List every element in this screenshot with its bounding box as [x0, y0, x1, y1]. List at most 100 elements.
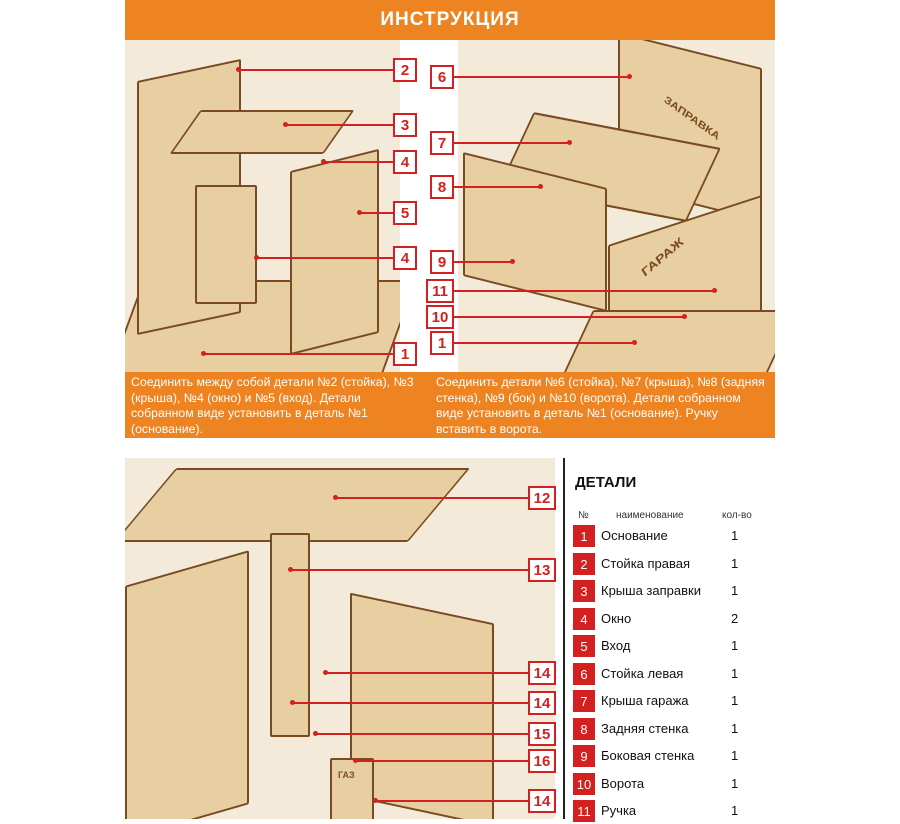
row-part-name: Боковая стенка — [601, 748, 695, 763]
callout-label-7: 7 — [430, 131, 454, 155]
row-quantity: 2 — [731, 611, 739, 626]
callout-line — [454, 186, 540, 188]
callout-line — [454, 290, 714, 292]
roof-part — [169, 110, 355, 154]
header-title: ИНСТРУКЦИЯ — [380, 9, 520, 30]
row-part-name: Стойка правая — [601, 556, 691, 571]
callout-label-1a: 1 — [393, 342, 417, 366]
details-row: 11 Ручка 1 — [573, 800, 753, 824]
base-part-right — [563, 310, 775, 372]
row-quantity: 1 — [731, 776, 739, 791]
callout-dot — [627, 74, 632, 79]
callout-dot — [712, 288, 717, 293]
callout-dot — [538, 184, 543, 189]
callout-line — [454, 261, 512, 263]
row-part-name: Ручка — [601, 803, 637, 818]
callout-line — [315, 733, 528, 735]
row-number: 10 — [573, 773, 595, 795]
details-title: ДЕТАЛИ — [575, 474, 637, 491]
row-number: 9 — [573, 745, 595, 767]
row-part-name: Задняя стенка — [601, 721, 689, 736]
callout-label-14c: 14 — [528, 789, 556, 813]
callout-dot — [567, 140, 572, 145]
details-row: 8 Задняя стенка 1 — [573, 718, 753, 742]
callout-label-4b: 4 — [393, 246, 417, 270]
callout-line — [290, 569, 528, 571]
callout-line — [375, 800, 528, 802]
callout-label-3: 3 — [393, 113, 417, 137]
callout-line — [325, 672, 528, 674]
callout-line — [454, 342, 634, 344]
entrance-part — [290, 148, 379, 356]
callout-line — [203, 353, 393, 355]
row-number: 2 — [573, 553, 595, 575]
callout-line — [292, 702, 528, 704]
row-part-name: Ворота — [601, 776, 645, 791]
row-number: 5 — [573, 635, 595, 657]
row-number: 7 — [573, 690, 595, 712]
row-part-name: Вход — [601, 638, 631, 653]
gas-label-text: ГАЗ — [338, 770, 355, 780]
garage-sign-text: ГАРАЖ — [639, 234, 686, 280]
callout-line — [454, 316, 684, 318]
row-quantity: 1 — [731, 666, 739, 681]
row-part-name: Крыша заправки — [601, 583, 701, 598]
illustration-garage-assembly: ЗАПРАВКА ГАРАЖ — [458, 40, 775, 372]
callout-line — [323, 161, 393, 163]
gas-pump-part: ГАЗ — [330, 758, 374, 819]
row-quantity: 1 — [731, 638, 739, 653]
row-part-name: Стойка левая — [601, 666, 684, 681]
callout-label-8: 8 — [430, 175, 454, 199]
callout-line — [355, 760, 528, 762]
callout-line — [359, 212, 393, 214]
caption-right: Соединить детали №6 (стойка), №7 (крыша)… — [430, 372, 775, 438]
row-part-name: Основание — [601, 528, 668, 543]
callout-dot — [632, 340, 637, 345]
caption-left: Соединить между собой детали №2 (стойка)… — [125, 372, 430, 438]
callout-label-9: 9 — [430, 250, 454, 274]
canopy-roof-part — [125, 468, 471, 542]
callout-label-5: 5 — [393, 201, 417, 225]
illustration-canopy-assembly: ГАЗ — [125, 458, 555, 819]
row-number: 1 — [573, 525, 595, 547]
callout-line — [238, 69, 393, 71]
row-quantity: 1 — [731, 748, 739, 763]
garage-body — [125, 550, 249, 819]
callout-dot — [682, 314, 687, 319]
row-number: 8 — [573, 718, 595, 740]
row-part-name: Окно — [601, 611, 632, 626]
row-number: 6 — [573, 663, 595, 685]
callout-line — [285, 124, 393, 126]
details-row: 9 Боковая стенка 1 — [573, 745, 753, 769]
callout-label-15: 15 — [528, 722, 556, 746]
callout-label-11: 11 — [426, 279, 454, 303]
callout-label-14b: 14 — [528, 691, 556, 715]
callout-label-14a: 14 — [528, 661, 556, 685]
row-quantity: 1 — [731, 556, 739, 571]
callout-label-12: 12 — [528, 486, 556, 510]
callout-line — [256, 257, 393, 259]
row-quantity: 1 — [731, 803, 739, 818]
row-quantity: 1 — [731, 528, 739, 543]
callout-label-4a: 4 — [393, 150, 417, 174]
callout-line — [335, 497, 528, 499]
col-qty-header: кол-во — [722, 510, 752, 521]
callout-dot — [510, 259, 515, 264]
callout-label-6: 6 — [430, 65, 454, 89]
window-part — [195, 185, 257, 304]
row-number: 11 — [573, 800, 595, 822]
details-row: 5 Вход 1 — [573, 635, 753, 659]
callout-label-10: 10 — [426, 305, 454, 329]
col-num-header: № — [578, 510, 589, 521]
instruction-header: ИНСТРУКЦИЯ — [125, 0, 775, 40]
details-row: 4 Окно 2 — [573, 608, 753, 632]
callout-label-16: 16 — [528, 749, 556, 773]
details-separator — [563, 458, 565, 819]
row-quantity: 1 — [731, 721, 739, 736]
details-row: 1 Основание 1 — [573, 525, 753, 549]
row-number: 4 — [573, 608, 595, 630]
canopy-pillar-part — [270, 533, 310, 737]
row-quantity: 1 — [731, 583, 739, 598]
